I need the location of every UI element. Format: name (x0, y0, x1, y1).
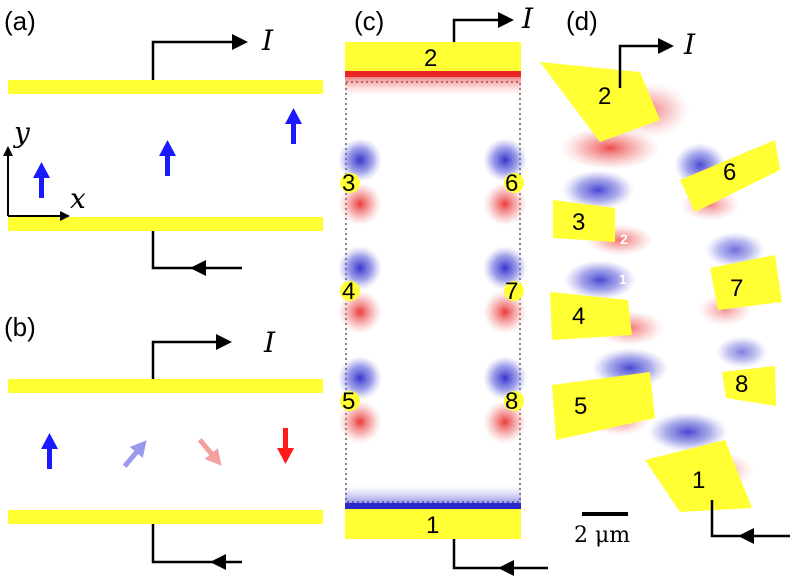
panel-c-bottom-blue-halo (345, 486, 521, 506)
panel-a-label: (a) (4, 6, 36, 36)
panel-a-current-in-arrowhead (232, 34, 248, 50)
panel-d-label: (d) (566, 6, 598, 36)
panel-b-current-out-arrowhead (210, 554, 226, 570)
panel-d-pad-6-label: 6 (723, 159, 736, 186)
panel-b-current-in-arrow (151, 340, 224, 379)
panel-a-magnetization-arrow-3 (285, 108, 302, 144)
panel-b-magnetization-arrow-tilted-down (197, 438, 222, 466)
panel-c-bottom-edge-blue (345, 503, 521, 509)
panel-d-pad-2-label: 2 (598, 83, 611, 110)
panel-b-current-in-arrowhead (216, 334, 232, 350)
panel-b-label: (b) (4, 312, 36, 342)
panel-b-magnetization-arrow-tilted-right (122, 440, 147, 468)
panel-c-current-in-arrowhead (498, 12, 514, 28)
panel-d-pad-3 (553, 200, 615, 242)
panel-a-current-out-arrowhead (190, 260, 206, 276)
panel-d-pad-1 (645, 440, 752, 512)
panel-d-pad-4-label: 4 (572, 303, 585, 330)
panel-d-current-out-line (710, 500, 790, 538)
panel-a-y-axis-arrowhead (3, 146, 13, 156)
panel-c-top-pad-label: 2 (424, 45, 437, 72)
panel-a: (a) I y x (3, 6, 323, 276)
panel-b-magnetization-arrow-up (41, 433, 58, 469)
panel-c-top-edge-red (345, 71, 521, 77)
panel-d-marker-1: 1 (619, 271, 627, 287)
panel-a-current-out-line (151, 231, 242, 270)
panel-d-pad-6 (680, 140, 780, 212)
panel-b: (b) I (4, 312, 323, 570)
panel-d-pad-1-label: 1 (692, 467, 705, 494)
panel-c-top-red-halo (345, 76, 521, 96)
panel-b-bottom-electrode (8, 510, 323, 524)
svg-text:6: 6 (505, 170, 518, 197)
panel-d-marker-2: 2 (620, 231, 628, 247)
panel-d-current-in-arrowhead (658, 38, 674, 54)
panel-a-top-electrode (8, 80, 323, 94)
panel-c-contact-4: 4 (338, 246, 382, 334)
panel-d-pad-5-label: 5 (574, 393, 587, 420)
panel-d-current-in-arrow (618, 44, 664, 88)
panel-c-contact-8: 8 (483, 356, 527, 444)
svg-text:8: 8 (505, 388, 518, 415)
panel-c-contact-6: 6 (483, 138, 527, 226)
svg-text:3: 3 (342, 170, 355, 197)
panel-a-x-axis-label: x (70, 182, 86, 215)
panel-b-current-label: I (263, 326, 276, 359)
panel-a-current-in-arrow (151, 40, 240, 80)
panel-c-bottom-pad (345, 509, 521, 539)
panel-c-current-label: I (521, 2, 534, 35)
panel-d-pad-4 (550, 292, 632, 340)
panel-d: (d) 2 6 3 7 4 5 (540, 6, 790, 548)
svg-text:4: 4 (342, 278, 355, 305)
svg-text:7: 7 (505, 278, 518, 305)
panel-d-current-label: I (683, 28, 696, 61)
panel-d-pad-7 (710, 255, 782, 310)
panel-a-bottom-electrode (8, 217, 323, 231)
panel-b-top-electrode (8, 379, 323, 393)
panel-d-current-out-arrowhead (738, 528, 754, 544)
panel-d-pad-2 (540, 62, 660, 142)
panel-c-contact-7: 7 (483, 246, 527, 334)
panel-b-magnetization-arrow-down (277, 428, 294, 464)
panel-a-current-label: I (261, 24, 274, 57)
panel-c-current-out-arrowhead (498, 560, 514, 576)
panel-d-pad-7-label: 7 (730, 275, 743, 302)
panel-a-magnetization-arrow-2 (159, 140, 176, 176)
panel-d-pad-5 (552, 372, 655, 440)
panel-c-bottom-pad-label: 1 (426, 512, 439, 539)
panel-a-x-axis-arrowhead (60, 211, 70, 221)
panel-d-scale-bar (582, 512, 628, 516)
panel-c-current-in-arrow (452, 18, 505, 42)
panel-c-current-out-line (452, 539, 548, 570)
panel-d-scale-bar-label: 2 μm (574, 523, 630, 548)
svg-text:5: 5 (342, 388, 355, 415)
panel-a-y-axis-label: y (12, 116, 31, 149)
panel-a-magnetization-arrow-1 (33, 162, 50, 198)
panel-c-contact-5: 5 (338, 356, 382, 444)
panel-c-contact-3: 3 (338, 138, 382, 226)
panel-c-top-pad (345, 42, 521, 76)
panel-d-pad-3-label: 3 (572, 209, 585, 236)
panel-d-pad-8 (722, 366, 776, 406)
panel-d-pad-8-label: 8 (735, 371, 748, 398)
panel-c: (c) 2 I 1 3 4 (338, 2, 548, 576)
panel-b-current-out-line (151, 524, 242, 564)
panel-c-label: (c) (354, 6, 384, 36)
